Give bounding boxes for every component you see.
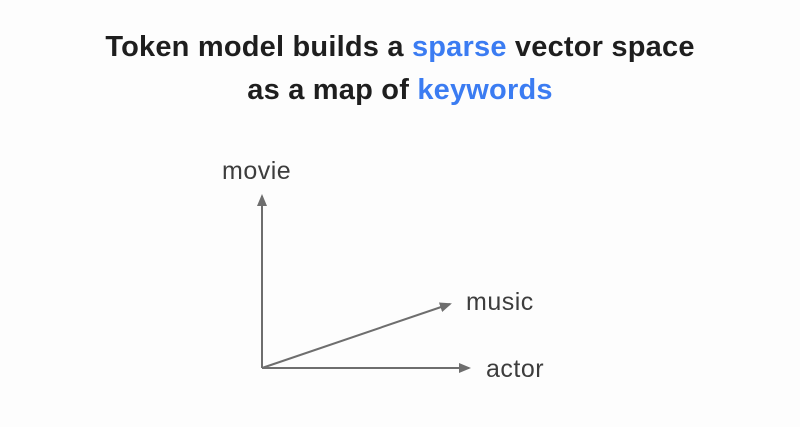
axis-label-actor: actor — [486, 355, 545, 383]
title-line-1: Token model builds a sparse vector space — [0, 26, 800, 69]
axis-label-music: music — [466, 288, 534, 316]
music-vector-arrow — [261, 302, 452, 369]
title-text-3: as a map of — [247, 74, 418, 106]
title-line-2: as a map of keywords — [0, 69, 800, 112]
title-highlight-keywords: keywords — [417, 74, 553, 106]
axis-label-movie: movie — [222, 157, 292, 185]
page-title: Token model builds a sparse vector space… — [0, 26, 800, 112]
title-text-1: Token model builds a — [105, 31, 412, 63]
title-text-2: vector space — [506, 31, 695, 63]
title-highlight-sparse: sparse — [411, 31, 507, 63]
